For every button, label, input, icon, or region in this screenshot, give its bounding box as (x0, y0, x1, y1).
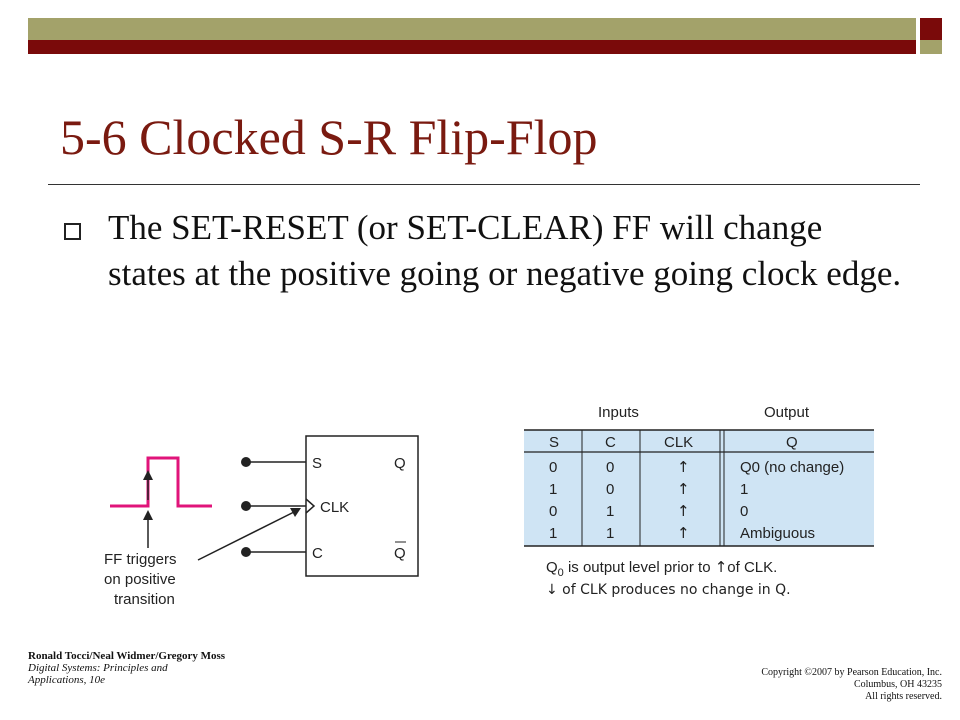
trigger-text-1: FF triggers (104, 551, 177, 568)
table-cell: 0 (740, 503, 748, 520)
footer-author-block: Ronald Tocci/Neal Widmer/Gregory Moss Di… (28, 650, 228, 686)
output-q-label: Q (394, 455, 406, 472)
pin-s-label: S (312, 455, 322, 472)
table-cell: ↑ (677, 480, 690, 498)
table-cell: 1 (606, 525, 614, 542)
pulse-edge-arrowhead (143, 470, 153, 480)
table-cell: 1 (549, 525, 557, 542)
clock-pulse (110, 456, 212, 508)
output-qbar-label: Q (394, 545, 406, 562)
col-header-s: S (549, 434, 559, 451)
flip-flop-diagram: FF triggers on positive transition S CLK… (104, 404, 874, 608)
trigger-pointer-clk-head (290, 508, 301, 517)
bullet-text: The SET-RESET (or SET-CLEAR) FF will cha… (108, 208, 902, 293)
header-olive-bar (28, 18, 916, 40)
col-header-c: C (605, 434, 616, 451)
table-cell: Q0 (no change) (740, 459, 844, 476)
table-note-1: Q0 is output level prior to ↑of CLK. (546, 558, 777, 579)
header-maroon-bar (28, 40, 916, 54)
table-note-2: ↓ of CLK produces no change in Q. (546, 582, 791, 598)
footer-book-line-2: Applications, 10e (28, 674, 105, 686)
footer-copyright-3: All rights reserved. (865, 691, 942, 702)
col-header-clk: CLK (664, 434, 693, 451)
footer-copyright-2: Columbus, OH 43235 (853, 679, 942, 690)
table-cell: ↑ (677, 458, 690, 476)
slide-title: 5-6 Clocked S-R Flip-Flop (60, 109, 598, 165)
table-cell: 0 (549, 503, 557, 520)
footer-book-line-1: Digital Systems: Principles and (28, 662, 168, 674)
flip-flop-box (305, 435, 419, 577)
header-corner-olive (920, 40, 942, 54)
table-cell: 0 (606, 481, 614, 498)
table-cell: ↑ (677, 524, 690, 542)
table-cell: 0 (549, 459, 557, 476)
clock-triangle-icon (305, 498, 316, 514)
table-background (524, 430, 874, 546)
title-rule (48, 184, 920, 185)
table-cell: 1 (606, 503, 614, 520)
header-corner-maroon (920, 18, 942, 40)
table-cell: 0 (606, 459, 614, 476)
col-header-q: Q (786, 434, 798, 451)
bullet-square-icon (64, 223, 81, 240)
pin-c-label: C (312, 545, 323, 562)
footer-author: Ronald Tocci/Neal Widmer/Gregory Moss (28, 650, 226, 662)
table-cell: Ambiguous (740, 525, 815, 542)
table-cell: ↑ (677, 502, 690, 520)
trigger-pointer-clk (197, 509, 299, 561)
footer-copyright-1: Copyright ©2007 by Pearson Education, In… (761, 667, 942, 678)
trigger-text-3: transition (114, 591, 175, 608)
footer-copyright-block: Copyright ©2007 by Pearson Education, In… (761, 667, 942, 703)
trigger-pointer-up-head (143, 510, 153, 520)
table-cell: 1 (740, 481, 748, 498)
table-cell: 1 (549, 481, 557, 498)
pin-clk-label: CLK (320, 499, 349, 516)
group-inputs-label: Inputs (598, 404, 639, 421)
trigger-text-2: on positive (104, 571, 176, 588)
group-output-label: Output (764, 404, 810, 421)
